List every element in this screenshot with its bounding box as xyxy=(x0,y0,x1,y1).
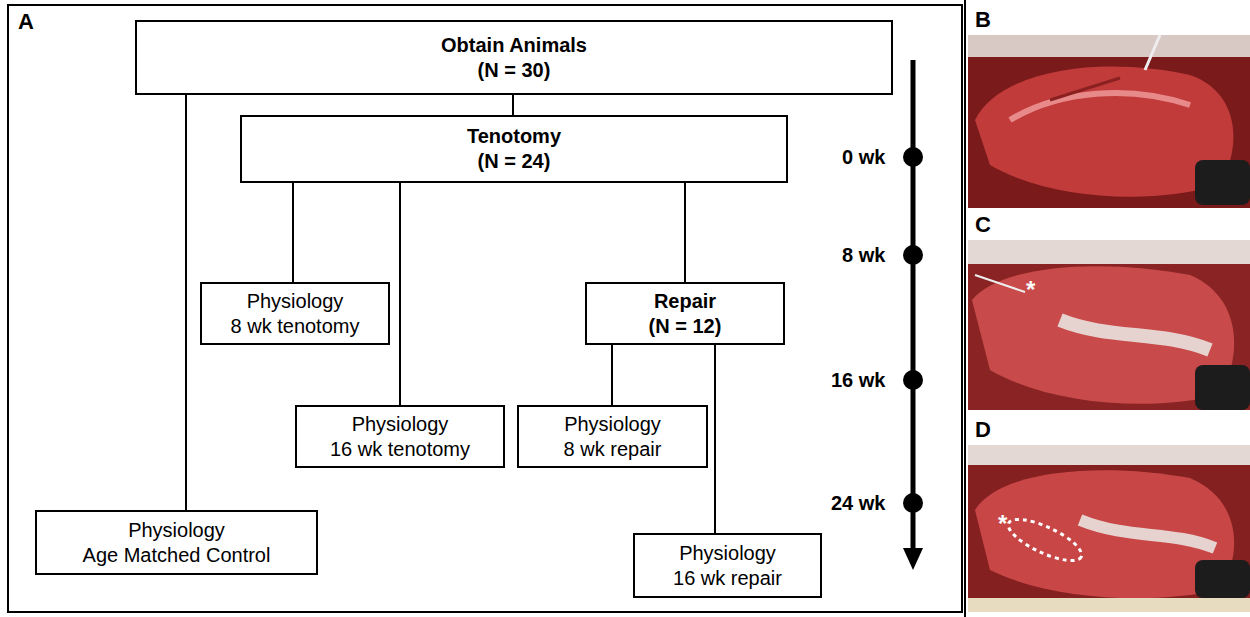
photo-fur xyxy=(968,240,1250,264)
suture-wire xyxy=(1145,35,1160,70)
asterisk-marker: * xyxy=(998,510,1007,539)
photo-ground xyxy=(968,240,1250,410)
panel-letter: C xyxy=(975,212,991,238)
box-title: Physiology xyxy=(564,412,661,437)
timeline-label: 24 wk xyxy=(831,491,885,515)
photo-ground xyxy=(968,445,1250,612)
tree-connector xyxy=(185,95,187,510)
photo-ground xyxy=(968,35,1250,208)
panel-a-border xyxy=(8,5,962,612)
clamp xyxy=(1195,365,1250,410)
timeline-label: 8 wk xyxy=(842,243,885,267)
timeline-dot xyxy=(903,245,923,265)
clamp xyxy=(1195,160,1250,205)
process-box: Repair(N = 12) xyxy=(585,282,785,345)
tree-connector xyxy=(714,345,716,533)
muscle xyxy=(975,66,1233,196)
nerve-vessel xyxy=(1050,78,1120,100)
photo-d xyxy=(968,445,1250,612)
process-box: Obtain Animals(N = 30) xyxy=(135,20,893,95)
timeline-dot xyxy=(903,370,923,390)
scar-tissue xyxy=(1080,520,1215,548)
tree-connector xyxy=(399,183,401,405)
photo-fur xyxy=(968,445,1250,465)
box-title: Physiology xyxy=(247,289,344,314)
tree-connector xyxy=(292,183,294,282)
tree-connector xyxy=(611,345,613,405)
panel-letter: A xyxy=(18,9,34,35)
box-title: Repair xyxy=(654,289,716,314)
timeline-dot xyxy=(903,147,923,167)
process-box: Physiology16 wk repair xyxy=(633,533,822,598)
process-box: Tenotomy(N = 24) xyxy=(240,115,788,183)
box-subtitle: 8 wk repair xyxy=(564,437,662,462)
photo-fur xyxy=(968,35,1250,57)
process-box: Physiology16 wk tenotomy xyxy=(295,405,505,468)
process-box: Physiology8 wk tenotomy xyxy=(200,282,390,345)
clamp xyxy=(1195,560,1250,598)
photo-b xyxy=(968,35,1250,208)
muscle-sheen xyxy=(1010,93,1190,120)
tree-connector xyxy=(684,183,686,282)
box-title: Physiology xyxy=(679,541,776,566)
timeline-axis xyxy=(911,60,916,552)
process-box: Physiology8 wk repair xyxy=(517,405,708,468)
timeline-label: 0 wk xyxy=(842,145,885,169)
box-subtitle: 8 wk tenotomy xyxy=(231,314,360,339)
panel-letter: B xyxy=(975,7,991,33)
photo-c xyxy=(968,240,1250,410)
timeline-arrowhead xyxy=(903,548,923,570)
panel-letter: D xyxy=(975,417,991,443)
box-subtitle: (N = 30) xyxy=(478,58,551,83)
suture-wire xyxy=(975,275,1025,292)
tree-connector xyxy=(512,95,514,115)
box-subtitle: (N = 12) xyxy=(649,314,722,339)
box-title: Obtain Animals xyxy=(441,33,587,58)
ruler xyxy=(968,598,1250,612)
box-title: Physiology xyxy=(352,412,449,437)
box-subtitle: 16 wk tenotomy xyxy=(330,437,470,462)
scar-tissue xyxy=(1060,320,1210,350)
box-subtitle: Age Matched Control xyxy=(83,543,271,568)
muscle xyxy=(972,266,1234,404)
box-subtitle: (N = 24) xyxy=(478,149,551,174)
timeline-label: 16 wk xyxy=(831,368,885,392)
box-title: Physiology xyxy=(128,518,225,543)
asterisk-marker: * xyxy=(1026,276,1035,305)
timeline-dot xyxy=(903,493,923,513)
box-subtitle: 16 wk repair xyxy=(673,566,782,591)
repair-outline xyxy=(1003,511,1086,568)
process-box: PhysiologyAge Matched Control xyxy=(35,510,318,575)
panel-separator xyxy=(964,0,966,617)
box-title: Tenotomy xyxy=(467,124,561,149)
